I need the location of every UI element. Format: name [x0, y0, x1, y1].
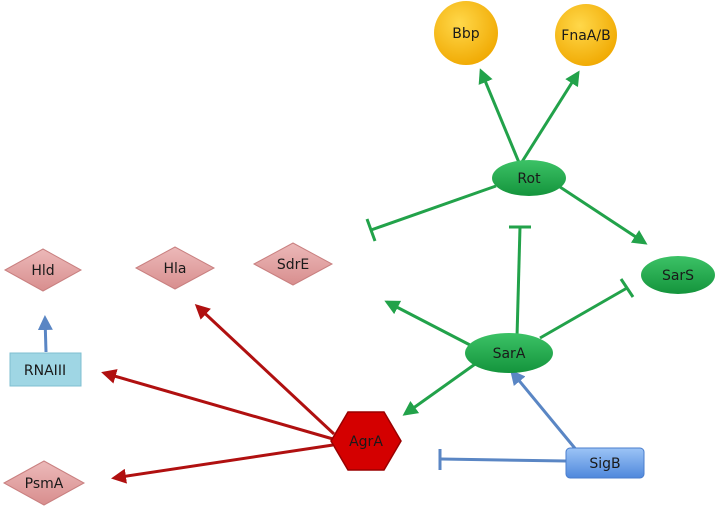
node-psma[interactable]: PsmA [2, 460, 86, 506]
node-agra[interactable]: AgrA [330, 411, 402, 471]
edge-agra-rnaiii [101, 369, 334, 441]
edge-sara-agra [402, 360, 479, 416]
node-fnaab[interactable]: FnaA/B [555, 4, 617, 66]
node-hla[interactable]: Hla [134, 246, 216, 290]
edge-rot-inhibit-left [370, 184, 497, 232]
edge-rot-sars [559, 185, 648, 245]
edge-agra-hla [194, 303, 336, 436]
node-rot[interactable]: Rot [492, 160, 566, 196]
node-sara[interactable]: SarA [465, 333, 553, 373]
node-rnaiii[interactable]: RNAIII [9, 352, 82, 387]
node-bbp[interactable]: Bbp [434, 1, 498, 65]
edge-sara-inhibit-sars [539, 286, 628, 340]
node-sars-label: SarS [662, 268, 694, 284]
node-psma-label: PsmA [25, 476, 64, 492]
node-sdre-label: SdrE [277, 257, 309, 273]
node-sara-label: SarA [493, 346, 526, 362]
edge-rot-bbp [478, 68, 522, 166]
node-sigb[interactable]: SigB [565, 447, 645, 479]
node-hld-label: Hld [31, 263, 54, 279]
node-fnaab-label: FnaA/B [561, 28, 610, 44]
edge-rot-inhibit-left-bar [365, 218, 377, 242]
node-sdre[interactable]: SdrE [252, 242, 334, 286]
node-bbp-label: Bbp [452, 26, 479, 42]
node-rot-label: Rot [517, 171, 541, 187]
node-rnaiii-label: RNAIII [24, 363, 66, 379]
edge-sigb-sara [510, 369, 580, 453]
edge-rot-fnaab [518, 70, 580, 166]
edge-rnaiii-hld [37, 315, 53, 353]
edge-sara-inhibit-sars-bar [619, 278, 635, 298]
node-hla-label: Hla [164, 261, 187, 277]
edge-sigb-inhibit [440, 457, 567, 463]
edge-agra-psma [111, 443, 334, 484]
node-sars[interactable]: SarS [641, 256, 715, 294]
edge-sara-left [384, 300, 471, 347]
node-hld[interactable]: Hld [3, 248, 83, 292]
node-sigb-label: SigB [589, 456, 620, 472]
edge-sara-inhibit-rot [515, 226, 522, 338]
node-agra-label: AgrA [349, 434, 383, 450]
